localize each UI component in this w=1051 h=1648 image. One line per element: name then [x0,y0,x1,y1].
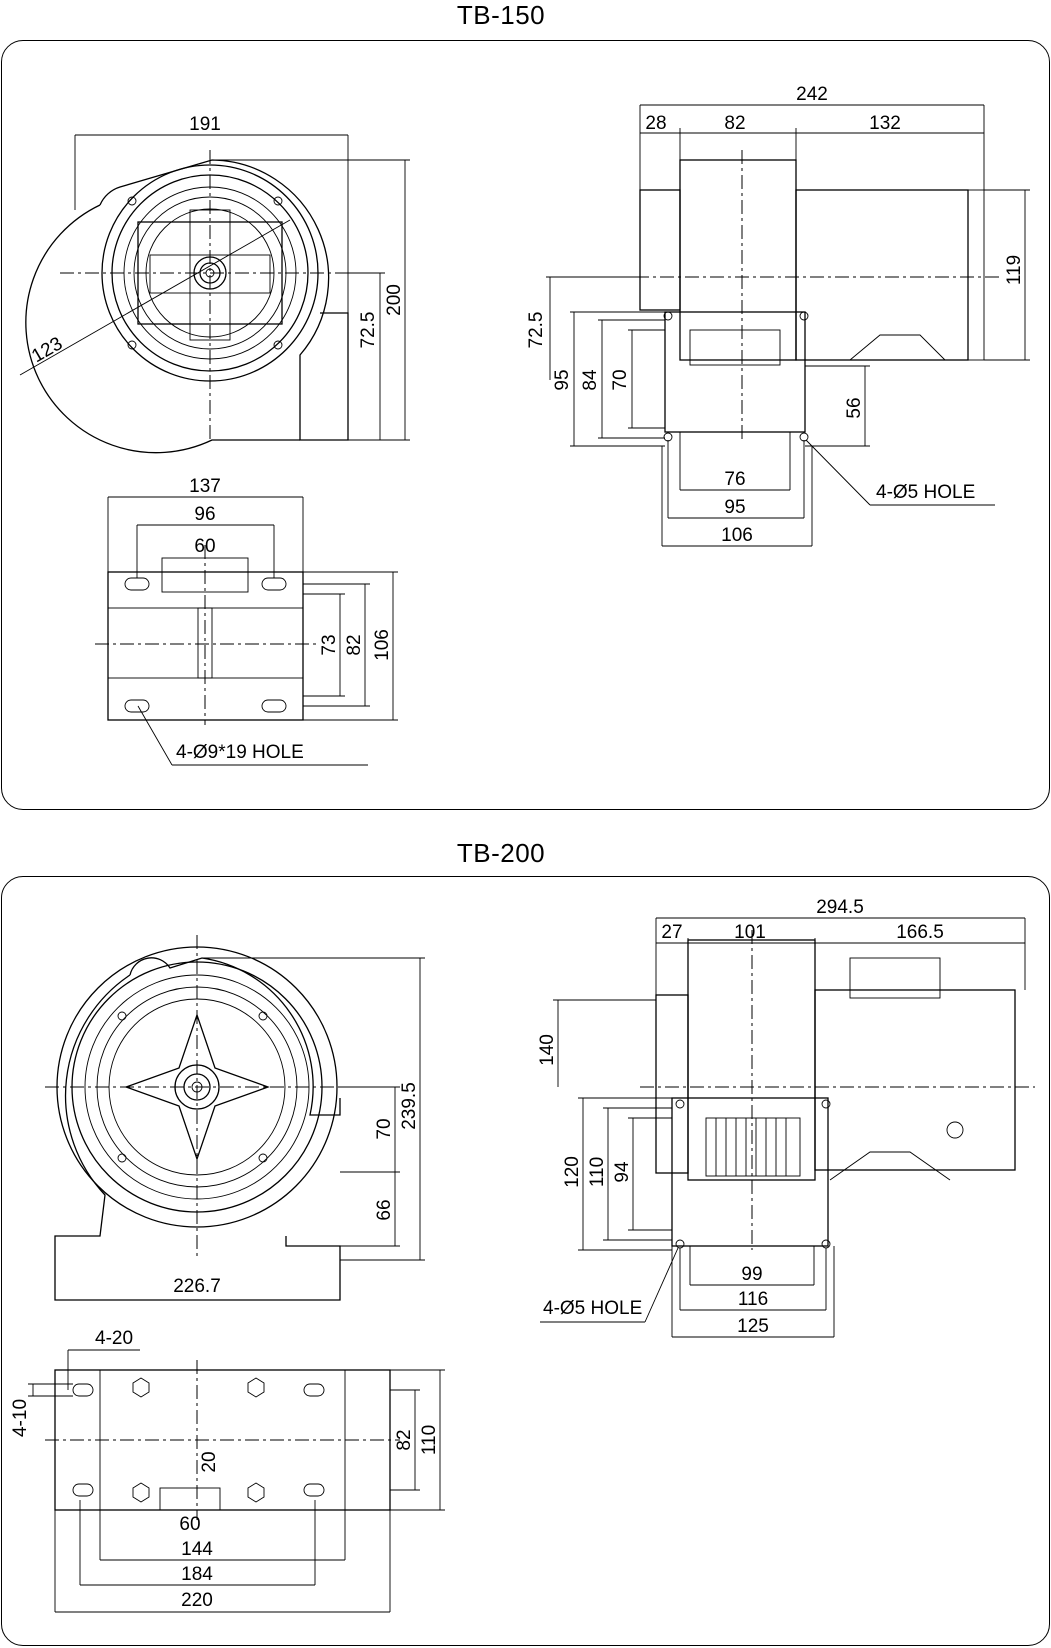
tb200-base-h2: 110 [419,1425,440,1455]
tb150-side-foot: 56 [844,397,865,418]
tb200-side-w3: 125 [737,1316,769,1337]
tb150-base-view: 137 96 60 73 82 106 4-Ø9*19 HOLE [95,476,398,766]
tb150-side-flange-open: 70 [610,369,631,390]
tb150-front-width: 191 [189,114,221,135]
tb200-base-view: 82 110 4-20 4-10 20 60 144 184 220 [10,1328,445,1613]
tb200-side-view: 294.5 27 101 166.5 140 120 110 94 99 116… [537,897,1035,1338]
tb200-side-seg2: 101 [734,922,766,943]
tb200-side-flange-in: 110 [587,1157,608,1187]
tb200-base-inner: 20 [199,1451,220,1472]
tb150-side-outlet-off: 72.5 [526,312,547,349]
tb150-side-view: 242 28 82 132 119 72.5 95 84 70 56 [526,84,1030,547]
tb200-side-total: 294.5 [816,897,864,918]
tb150-front-offset: 72.5 [358,312,379,349]
tb150-base-h2: 82 [344,634,365,655]
tb200-side-outlet-off: 140 [537,1034,558,1066]
tb150-side-motor-h: 119 [1004,255,1025,285]
tb200-front-base-h: 66 [374,1199,395,1220]
tb150-side-hole-note: 4-Ø5 HOLE [876,482,975,503]
tb200-side-seg3: 166.5 [896,922,944,943]
tb150-front-view: 191 200 72.5 123 [19,114,410,454]
tb200-base-slot-note: 4-20 [95,1328,133,1349]
tb150-side-seg2: 82 [724,113,745,134]
tb200-front-view: 239.5 70 66 226.7 [45,935,425,1301]
tb200-side-w1: 99 [741,1264,762,1285]
tb150-side-seg3: 132 [869,113,901,134]
tb150-side-seg1: 28 [645,113,666,134]
tb200-side-hole-note: 4-Ø5 HOLE [543,1298,642,1319]
tb150-base-w1: 137 [189,476,221,497]
tb200-side-flange-h: 120 [562,1156,583,1188]
tb150-side-w2: 95 [724,497,745,518]
tb150-side-flange-h: 95 [552,369,573,390]
tb150-side-w3: 106 [721,525,753,546]
tb200-side-w2: 116 [738,1289,768,1310]
tb150-base-h1: 73 [319,634,340,655]
tb200-panel [1,876,1050,1646]
tb200-base-w1: 60 [179,1514,200,1535]
tb200-front-offset: 70 [374,1118,395,1139]
tb200-base-w4: 220 [181,1590,213,1611]
tb200-base-slot-w: 4-10 [10,1399,31,1437]
tb200-base-w3: 184 [181,1564,213,1585]
tb150-title: TB-150 [456,0,546,30]
tb200-base-h1: 82 [394,1429,415,1450]
tb150-side-w1: 76 [724,469,745,490]
tb200-side-seg1: 27 [661,922,682,943]
tb150-front-height: 200 [384,284,405,316]
tb150-panel [1,40,1050,810]
tb200-title: TB-200 [456,838,546,868]
tb150-base-h3: 106 [372,629,393,661]
tb200-front-width: 226.7 [173,1276,221,1297]
tb150-front-radius: 123 [28,333,66,367]
tb200-base-w2: 144 [181,1539,213,1560]
tb200-front-height: 239.5 [399,1082,420,1130]
tb150-base-w2: 96 [194,504,215,525]
tb200-side-flange-open: 94 [612,1161,633,1183]
tb150-side-flange-in: 84 [580,369,601,391]
tb150-base-hole-note: 4-Ø9*19 HOLE [176,742,304,763]
tb150-base-w3: 60 [194,536,215,557]
tb150-side-total: 242 [796,84,828,105]
